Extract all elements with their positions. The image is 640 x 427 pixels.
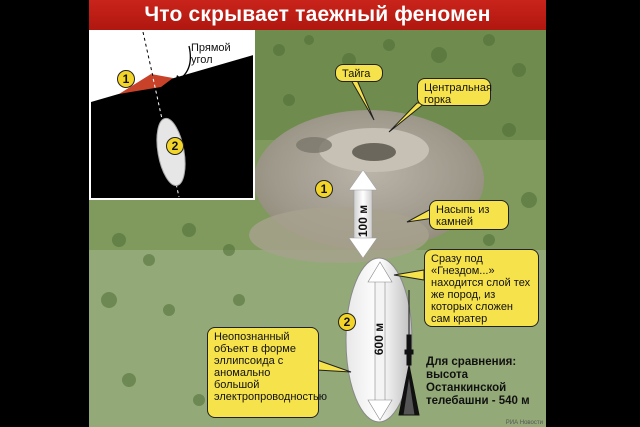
length-arrow-600m [367, 261, 393, 421]
tv-tower-icon [398, 290, 420, 416]
cross-section-inset: Прямой угол 1 2 [89, 30, 255, 200]
mound-section [119, 74, 173, 94]
inset-marker-1: 1 [117, 70, 135, 88]
central-hill-label: Центральная горка [417, 78, 492, 106]
marker-2: 2 [338, 313, 356, 331]
inset-marker-2: 2 [166, 137, 184, 155]
stone-mound-label: Насыпь из камней [429, 200, 509, 230]
source-credit: РИА Новости [505, 420, 543, 426]
comparison-note: Для сравнения: высота Останкинской телеб… [426, 356, 530, 407]
page-title: Что скрывает таежный феномен [89, 0, 546, 30]
right-angle-label: Прямой угол [191, 42, 231, 66]
crater-center [352, 143, 396, 161]
marker-1: 1 [315, 180, 333, 198]
infographic-panel: Что скрывает таежный феномен Прямой угол… [89, 0, 546, 427]
directly-below-label: Сразу под «Гнездом...» находится слой те… [424, 249, 539, 327]
distance-arrow-100m [348, 169, 378, 259]
distance-100m-label: 100 м [356, 204, 370, 238]
taiga-label: Тайга [335, 64, 383, 82]
unidentified-object-label: Неопознанный объект в форме эллипсоида с… [207, 327, 327, 418]
taiga-trees [101, 34, 537, 406]
length-600m-label: 600 м [372, 322, 386, 356]
